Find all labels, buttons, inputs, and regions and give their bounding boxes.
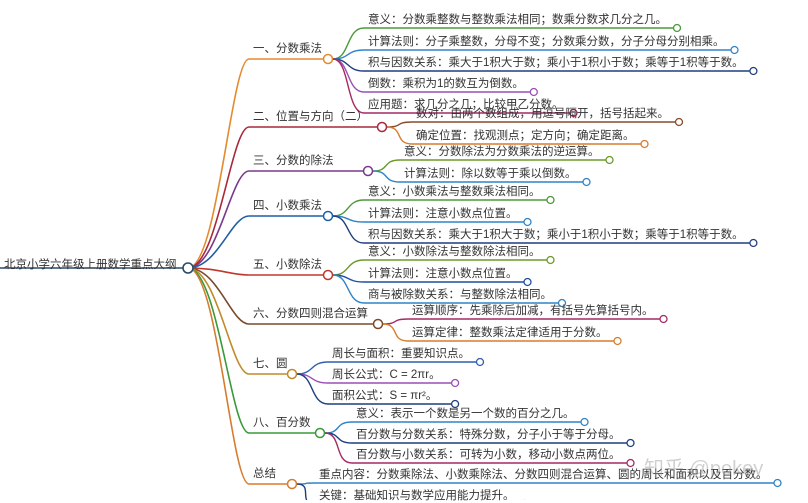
branch-node[interactable] [322, 210, 334, 222]
branch-node[interactable] [362, 165, 374, 177]
leaf-item: 意义：分数除法为分数乘法的逆运算。 [404, 146, 600, 158]
item-connector [332, 215, 750, 244]
item-end-node [582, 177, 591, 187]
leaf-item: 重点内容：分数乘除法、小数乘除法、分数四则混合运算、圆的周长和面积以及百分数。 [319, 469, 768, 481]
leaf-item: 百分数与小数关系：可转为小数，移动小数点两位。 [356, 449, 621, 461]
leaf-item: 商与被除数关系：与整数除法相同。 [368, 289, 552, 301]
leaf-item: 周长与面积：重要知识点。 [332, 348, 470, 360]
root-topic: 北京小学六年级上册数学重点大纲 [4, 259, 177, 271]
leaf-item: 关键：基础知识与数学应用能力提升。 [319, 490, 515, 502]
item-end-node [546, 255, 555, 265]
item-connector [332, 58, 570, 114]
branch-connector [187, 126, 377, 269]
item-end-node [640, 139, 649, 149]
branch-node[interactable] [372, 318, 384, 330]
item-connector [296, 373, 452, 405]
item-end-node [626, 438, 635, 448]
root-node[interactable] [182, 262, 194, 274]
branch-label: 二、位置与方向（二） [253, 111, 368, 123]
branch-connector [187, 58, 323, 269]
item-end-node [730, 45, 739, 55]
leaf-item: 周长公式：C = 2πr。 [332, 369, 441, 381]
item-end-node [529, 87, 538, 97]
item-connector [386, 121, 675, 128]
item-end-node [569, 108, 578, 118]
item-connector [386, 126, 641, 145]
leaf-item: 积与因数关系：乘大于1积大于数；乘小于1积小于数；乘等于1积等于数。 [368, 57, 744, 69]
branch-connector [187, 267, 323, 276]
item-end-node [749, 66, 758, 76]
item-end-node [450, 399, 460, 409]
branch-connector [187, 267, 287, 375]
item-end-node [605, 155, 614, 165]
item-connector [372, 170, 583, 183]
leaf-item: 积与因数关系：乘大于1积大于数；乘小于1积小于数；乘等于1积等于数。 [368, 229, 744, 241]
branch-node[interactable] [322, 53, 334, 65]
branch-connector [187, 170, 363, 269]
branch-connector [187, 267, 373, 325]
item-connector [372, 159, 606, 172]
item-connector [296, 361, 476, 375]
leaf-item: 意义：小数乘法与整数乘法相同。 [368, 186, 541, 198]
leaf-item: 确定位置：找观测点；定方向；确定距离。 [416, 130, 635, 142]
item-end-node [546, 195, 555, 205]
branch-connector [187, 267, 315, 434]
branch-label: 八、百分数 [253, 417, 311, 429]
branch-node[interactable] [322, 269, 334, 281]
branch-label: 六、分数四则混合运算 [253, 308, 368, 320]
item-end-node [773, 478, 782, 488]
item-end-node [659, 314, 668, 324]
item-end-node [613, 336, 622, 346]
item-connector [324, 432, 627, 464]
leaf-item: 计算法则：除以数等于乘以倒数。 [404, 168, 577, 180]
branch-label: 一、分数乘法 [253, 43, 322, 55]
branch-connector [187, 267, 287, 485]
leaf-item: 应用题：求几分之几；比较甲乙分数。 [368, 99, 564, 111]
leaf-item: 意义：分数乘整数与整数乘法相同；数乘分数求几分之几。 [368, 14, 667, 26]
item-end-node [749, 238, 758, 248]
item-end-node [672, 23, 682, 33]
leaf-item: 运算顺序：先乘除后加减，有括号先算括号内。 [412, 305, 654, 317]
item-connector [382, 318, 660, 325]
leaf-item: 倒数：乘积为1的数互为倒数。 [368, 78, 524, 90]
item-end-node [674, 117, 684, 127]
branch-label: 七、圆 [253, 358, 288, 370]
item-end-node [523, 217, 532, 227]
branch-label: 四、小数乘法 [253, 200, 322, 212]
leaf-item: 意义：小数除法与整数除法相同。 [368, 246, 541, 258]
leaf-item: 数对：由两个数组成，用逗号隔开，括号括起来。 [416, 108, 669, 120]
leaf-item: 运算定律：整数乘法定律适用于分数。 [412, 327, 608, 339]
item-end-node [475, 357, 485, 367]
item-connector [332, 199, 547, 217]
item-connector [332, 274, 558, 304]
leaf-item: 计算法则：分子乘整数，分母不变；分数乘分数，分子分母分别相乘。 [368, 36, 725, 48]
item-connector [382, 323, 614, 342]
branch-node[interactable] [314, 427, 326, 439]
item-end-node [626, 458, 635, 468]
leaf-item: 计算法则：注意小数点位置。 [368, 208, 518, 220]
item-connector [296, 482, 774, 485]
item-end-node [580, 417, 589, 427]
branch-label: 总结 [253, 468, 276, 480]
branch-node[interactable] [376, 121, 388, 133]
branch-connector [187, 215, 323, 269]
leaf-item: 百分数与分数关系：特殊分数，分子小于等于分母。 [356, 429, 621, 441]
item-connector [332, 259, 547, 276]
item-end-node [557, 298, 567, 308]
branch-label: 五、小数除法 [253, 259, 322, 271]
branch-label: 三、分数的除法 [253, 155, 334, 167]
item-end-node [450, 378, 460, 388]
leaf-item: 意义：表示一个数是另一个数的百分之几。 [356, 408, 575, 420]
branch-node[interactable] [286, 368, 298, 380]
item-end-node [523, 277, 532, 287]
leaf-item: 计算法则：注意小数点位置。 [368, 268, 518, 280]
branch-node[interactable] [286, 478, 298, 490]
item-connector [296, 483, 308, 500]
leaf-item: 面积公式：S = πr²。 [332, 390, 438, 402]
